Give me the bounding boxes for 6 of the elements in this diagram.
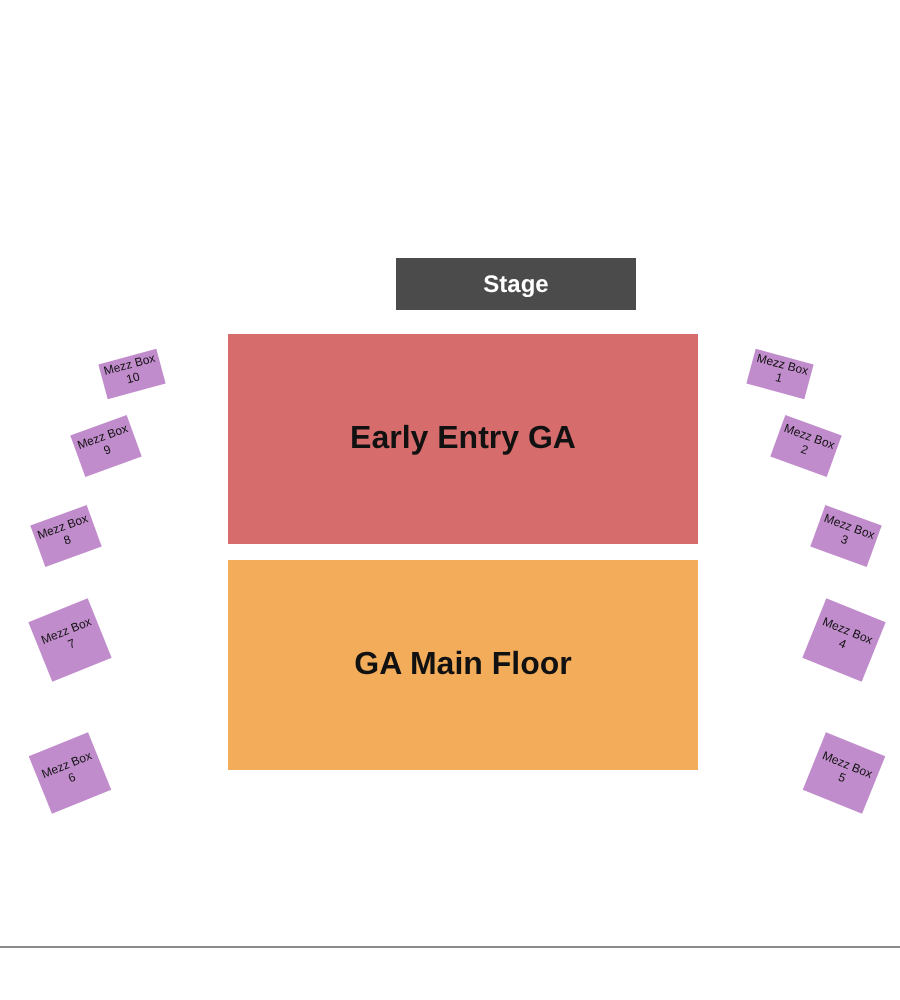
stage-label: Stage [483,268,549,302]
section-label: Early Entry GA [350,419,576,459]
section-label: GA Main Floor [354,645,572,685]
seating-section [228,334,698,544]
stage-block [396,258,636,310]
seating-section [228,560,698,770]
